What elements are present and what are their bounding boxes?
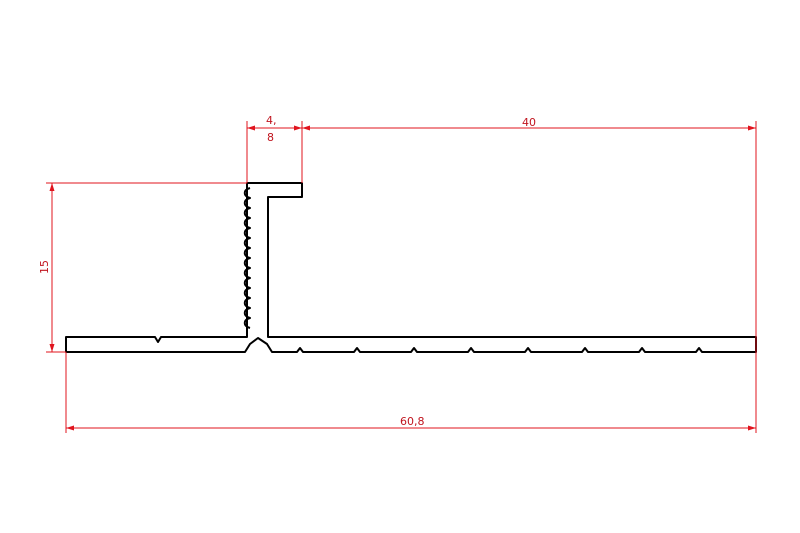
height-arrow-bottom — [49, 344, 55, 352]
height-arrow-top — [49, 183, 55, 191]
height-dimension-label: 15 — [38, 260, 51, 274]
length-arrow-left — [66, 425, 74, 431]
span-arrow-left — [302, 125, 310, 131]
span-arrow-right — [748, 125, 756, 131]
serrated-web-face — [243, 187, 251, 329]
length-arrow-right — [748, 425, 756, 431]
flange-arrow-right — [294, 125, 302, 131]
span-dimension-label: 40 — [522, 116, 536, 129]
flange-dimension-label-bottom: 8 — [267, 131, 274, 144]
length-dimension-label: 60,8 — [400, 415, 425, 428]
profile-outline — [65, 182, 757, 353]
flange-dimension-label-top: 4, — [266, 114, 277, 127]
flange-arrow-left — [247, 125, 255, 131]
